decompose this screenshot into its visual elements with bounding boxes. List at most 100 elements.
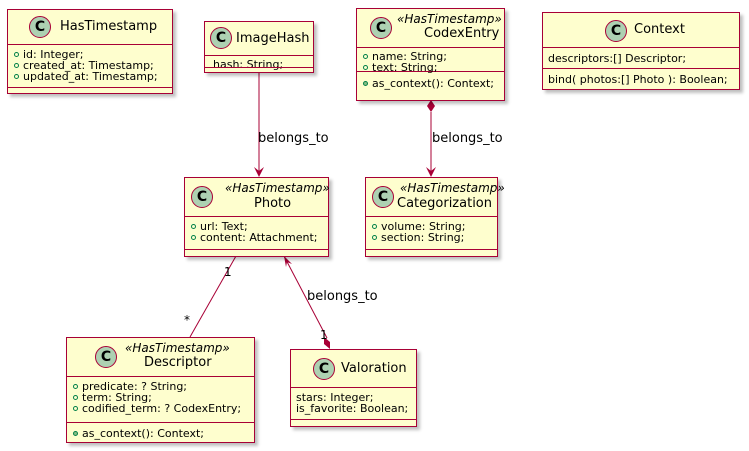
attribute: url: Text; [191, 221, 322, 232]
relation-photo-valoration-label: belongs_to [307, 289, 378, 304]
class-header: C «HasTimestamp» CodexEntry [357, 9, 504, 47]
attribute: section: String; [372, 232, 491, 243]
method: as_context(): Context; [363, 78, 498, 89]
public-visibility-icon [73, 395, 78, 400]
multiplicity-descriptor-many: * [184, 313, 190, 327]
attributes-section: url: Text; content: Attachment; [185, 216, 328, 247]
class-categorization[interactable]: C «HasTimestamp» Categorization volume: … [365, 177, 505, 257]
class-badge-icon: C [372, 186, 394, 208]
relation-imagehash-photo-label: belongs_to [258, 131, 329, 146]
multiplicity-photo-one: 1 [224, 265, 232, 279]
class-header: C Context [543, 13, 739, 47]
class-badge-icon: C [370, 17, 392, 39]
public-visibility-icon [372, 224, 377, 229]
class-name: Valoration [341, 361, 407, 376]
methods-section [8, 87, 172, 88]
composition-diamond-valoration [324, 337, 330, 349]
methods-section [366, 249, 497, 250]
public-visibility-icon [14, 63, 19, 68]
method: bind( photos:[] Photo ): Boolean; [548, 73, 728, 86]
class-badge-icon: C [95, 346, 117, 368]
class-name: CodexEntry [424, 26, 500, 41]
class-image-hash[interactable]: C ImageHash hash: String; [204, 21, 314, 73]
relation-codex-categorization-arrowhead [426, 167, 436, 177]
attribute: text: String; [363, 62, 498, 73]
class-header: C Valoration [291, 350, 416, 387]
multiplicity-valoration-one: 1 [320, 328, 328, 342]
attribute: term: String; [73, 392, 248, 403]
class-stereotype: «HasTimestamp» [125, 341, 230, 355]
attribute: updated_at: Timestamp; [14, 71, 166, 82]
class-header: C HasTimestamp [8, 10, 172, 44]
class-header: C ImageHash [205, 22, 313, 55]
method: as_context(): Context; [73, 428, 248, 439]
class-name: Photo [254, 196, 292, 211]
public-visibility-icon [191, 224, 196, 229]
attributes-section: volume: String; section: String; [366, 216, 497, 247]
public-visibility-icon [14, 74, 19, 79]
attribute: content: Attachment; [191, 232, 322, 243]
methods-section [205, 67, 313, 68]
class-header: C «HasTimestamp» Categorization [366, 178, 505, 216]
relation-codex-categorization-label: belongs_to [432, 131, 503, 146]
public-visibility-icon [191, 235, 196, 240]
class-name: Descriptor [144, 355, 212, 370]
public-visibility-icon [363, 54, 368, 59]
public-visibility-icon [14, 52, 19, 57]
methods-section: bind( photos:[] Photo ): Boolean; [543, 68, 739, 89]
class-codex-entry[interactable]: C «HasTimestamp» CodexEntry name: String… [356, 8, 505, 101]
class-badge-icon: C [29, 16, 51, 38]
attributes-section: predicate: ? String; term: String; codif… [67, 376, 254, 422]
attribute: descriptors:[] Descriptor; [548, 52, 687, 65]
class-badge-icon: C [191, 186, 213, 208]
class-badge-icon: C [605, 20, 627, 42]
class-badge-icon: C [210, 27, 232, 49]
class-stereotype: «HasTimestamp» [225, 181, 330, 195]
class-header: C «HasTimestamp» Descriptor [67, 338, 254, 376]
methods-section [291, 419, 416, 420]
public-method-icon [363, 81, 368, 86]
methods-section [185, 249, 328, 250]
class-name: ImageHash [236, 31, 310, 46]
attribute: created_at: Timestamp; [14, 60, 166, 71]
class-stereotype: «HasTimestamp» [400, 181, 505, 195]
attribute: is_favorite: Boolean; [296, 402, 409, 415]
class-stereotype: «HasTimestamp» [397, 12, 502, 26]
attribute: id: Integer; [14, 49, 166, 60]
attributes-section: id: Integer; created_at: Timestamp; upda… [8, 44, 172, 86]
attribute: name: String; [363, 51, 498, 62]
class-photo[interactable]: C «HasTimestamp» Photo url: Text; conten… [184, 177, 330, 257]
attribute: codified_term: ? CodexEntry; [73, 403, 248, 414]
public-visibility-icon [372, 235, 377, 240]
class-badge-icon: C [313, 358, 335, 380]
public-visibility-icon [73, 406, 78, 411]
attribute: stars: Integer; [296, 391, 374, 404]
public-visibility-icon [363, 65, 368, 70]
public-method-icon [73, 431, 78, 436]
class-name: Categorization [397, 196, 492, 211]
relation-photo-valoration-arrowhead [284, 256, 292, 267]
methods-section: as_context(): Context; [67, 422, 254, 443]
relation-imagehash-photo-arrowhead [254, 167, 264, 177]
public-visibility-icon [73, 384, 78, 389]
attribute: hash: String; [213, 58, 284, 71]
attributes-section: stars: Integer; is_favorite: Boolean; [291, 387, 416, 418]
class-name: Context [634, 22, 685, 37]
relation-photo-descriptor-line [189, 255, 237, 338]
composition-diamond-codex [427, 100, 435, 112]
class-name: HasTimestamp [60, 19, 158, 34]
class-has-timestamp[interactable]: C HasTimestamp id: Integer; created_at: … [7, 9, 173, 94]
relation-photo-valoration-line [283, 255, 328, 339]
class-descriptor[interactable]: C «HasTimestamp» Descriptor predicate: ?… [66, 337, 255, 443]
class-context[interactable]: C Context descriptors:[] Descriptor; bin… [542, 12, 740, 90]
attribute: predicate: ? String; [73, 381, 248, 392]
attributes-section: name: String; text: String; [357, 47, 504, 73]
attribute: volume: String; [372, 221, 491, 232]
class-header: C «HasTimestamp» Photo [185, 178, 330, 216]
attributes-section: descriptors:[] Descriptor; [543, 47, 739, 68]
methods-section: as_context(): Context; [357, 71, 504, 93]
attributes-section: hash: String; [205, 55, 313, 74]
class-valoration[interactable]: C Valoration stars: Integer; is_favorite… [290, 349, 417, 427]
